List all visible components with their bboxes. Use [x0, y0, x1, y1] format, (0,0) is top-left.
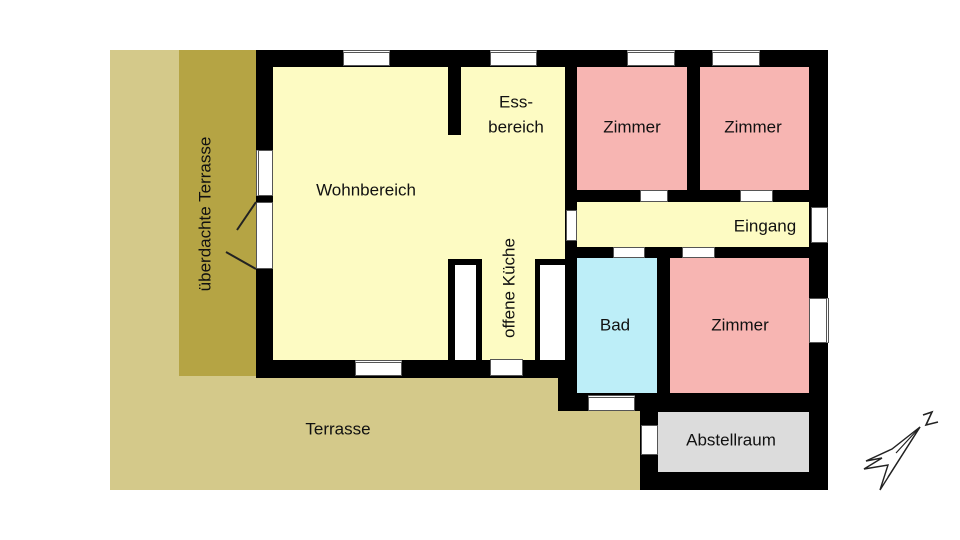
room-bath [577, 258, 657, 393]
room-living [273, 67, 565, 360]
label-bedroom-2: Zimmer [724, 117, 782, 137]
label-bath: Bad [599, 315, 631, 335]
room-bedroom-3 [670, 258, 809, 393]
label-living: Wohnbereich [316, 180, 416, 200]
window [256, 150, 273, 196]
door [740, 190, 773, 202]
label-dining-1: Ess- [499, 92, 533, 112]
label-kitchen: offene Küche [499, 238, 519, 338]
door [613, 247, 645, 258]
label-covered-terrace: überdachte Terrasse [195, 136, 215, 292]
window [490, 50, 537, 66]
room-storage [658, 412, 809, 472]
window [343, 50, 390, 66]
kitchen-counter-left [448, 259, 482, 360]
label-dining-2: bereich [488, 117, 544, 137]
covered-terrace-area [179, 50, 257, 376]
north-arrow-icon [863, 410, 939, 491]
door [640, 190, 668, 202]
door [682, 247, 715, 258]
label-bedroom-1: Zimmer [603, 117, 661, 137]
window [809, 298, 829, 343]
window [627, 50, 675, 66]
dining-divider-wall [448, 67, 461, 135]
kitchen-counter-right [535, 259, 565, 360]
window [712, 50, 760, 66]
label-terrace: Terrasse [305, 419, 371, 439]
room-bedroom-1 [577, 67, 687, 190]
label-entrance: Eingang [733, 216, 797, 236]
label-bedroom-3: Zimmer [711, 315, 769, 335]
room-entrance [577, 202, 809, 247]
label-storage: Abstellraum [686, 430, 776, 450]
door [641, 425, 658, 455]
entrance-door [811, 207, 828, 243]
window [588, 395, 635, 411]
door [490, 359, 523, 376]
room-bedroom-2 [700, 67, 809, 190]
terrace-door [256, 202, 273, 269]
door [566, 210, 577, 241]
window [355, 360, 402, 376]
